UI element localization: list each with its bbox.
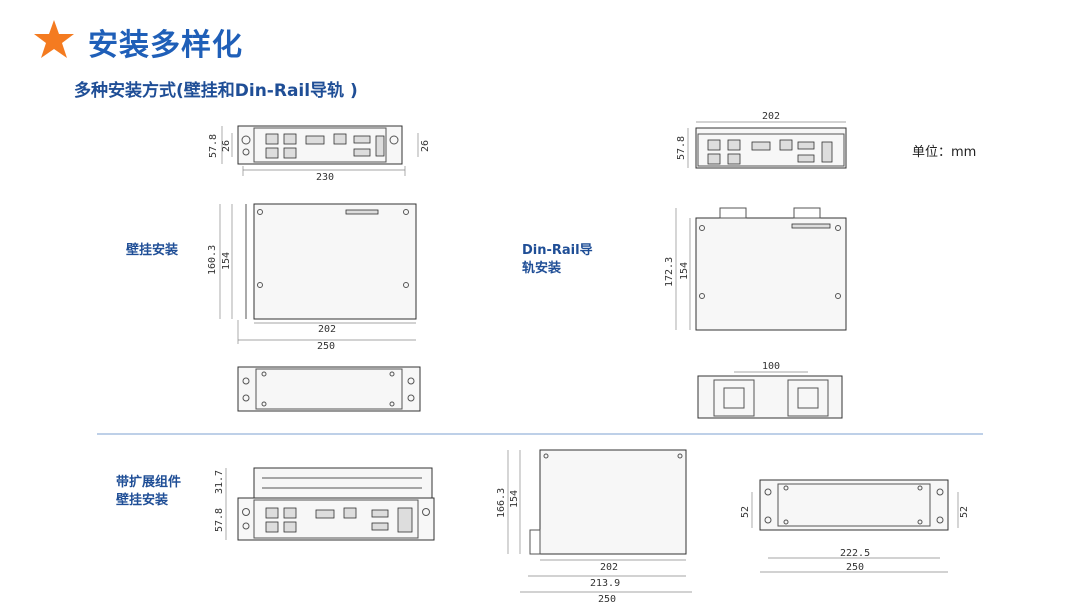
dim-din-front-height: 57.8	[676, 136, 687, 160]
dim-wall-side-w2: 250	[317, 341, 335, 352]
page-subtitle: 多种安装方式(壁挂和Din-Rail导轨 )	[74, 81, 358, 101]
dim-wall-side-inner: 154	[221, 252, 232, 270]
dim-exp-plate-w2: 250	[846, 562, 864, 573]
dim-din-front-width: 202	[762, 111, 780, 122]
dim-din-side-height: 172.3	[664, 257, 675, 287]
label-wall-mount: 壁挂安装	[126, 243, 179, 258]
dim-exp-side-w2: 213.9	[590, 578, 620, 589]
dim-wall-front-height: 57.8	[208, 134, 219, 158]
wall-plate-view	[237, 366, 421, 412]
wall-front-view: 230 57.8 26 26	[208, 125, 431, 183]
dim-wall-front-width: 230	[316, 172, 334, 183]
dim-exp-side-height: 166.3	[496, 488, 507, 518]
dim-din-bottom-width: 100	[762, 361, 780, 372]
expansion-plate-view: 52 52 222.5 250	[740, 479, 970, 573]
label-expansion-line1: 带扩展组件	[116, 475, 182, 490]
dim-exp-side-w3: 250	[598, 594, 616, 604]
dim-exp-top-height: 31.7	[214, 470, 225, 494]
label-din-rail-line2: 轨安装	[522, 261, 562, 276]
expansion-front-view: 31.7 57.8	[214, 467, 435, 541]
din-side-view: 172.3 154	[664, 207, 847, 331]
dim-wall-side-height: 160.3	[207, 245, 218, 275]
din-front-view: 202 57.8	[676, 111, 847, 169]
dim-exp-side-inner: 154	[509, 490, 520, 508]
wall-side-view: 160.3 154 202 250	[207, 203, 417, 352]
dim-exp-front-height: 57.8	[214, 508, 225, 532]
unit-label: 单位：mm	[912, 145, 977, 160]
dim-exp-plate-w1: 222.5	[840, 548, 870, 559]
dim-wall-front-right: 26	[420, 140, 431, 152]
dim-wall-front-inner: 26	[221, 140, 232, 152]
label-expansion: 带扩展组件 壁挂安装	[116, 474, 181, 510]
dim-exp-plate-left: 52	[740, 506, 751, 518]
din-bottom-view: 100	[697, 361, 843, 419]
page-title: 安装多样化	[88, 28, 243, 63]
dim-exp-side-w1: 202	[600, 562, 618, 573]
label-din-rail: Din-Rail导 轨安装	[522, 242, 593, 278]
dim-exp-plate-right: 52	[959, 506, 970, 518]
label-din-rail-line1: Din-Rail导	[522, 243, 593, 258]
star-icon	[32, 18, 76, 66]
label-expansion-line2: 壁挂安装	[116, 493, 169, 508]
dim-wall-side-w1: 202	[318, 324, 336, 335]
dim-din-side-inner: 154	[679, 262, 690, 280]
expansion-side-view: 166.3 154 202 213.9 250	[496, 449, 692, 604]
